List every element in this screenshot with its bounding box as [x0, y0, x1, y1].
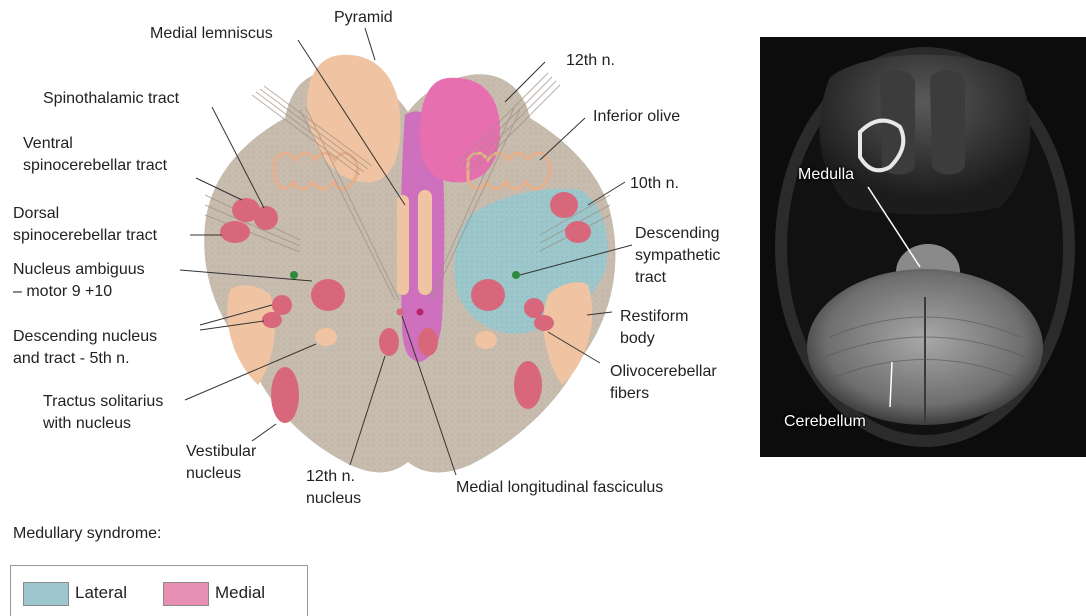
label-tractus-solitarius-1: Tractus solitarius: [43, 392, 163, 411]
dorsal-spinocerebellar-tract-left: [220, 221, 250, 243]
descending-nucleus-5th-right-a: [524, 298, 544, 318]
label-medial-longitudinal-fasciculus: Medial longitudinal fasciculus: [456, 478, 663, 497]
descending-sympathetic-dot-left: [290, 271, 298, 279]
descending-nucleus-5th-left-a: [272, 295, 292, 315]
label-descending-nucleus-2: and tract - 5th n.: [13, 349, 130, 368]
medial-lemniscus-left: [397, 195, 409, 295]
mri-image-panel: Medulla Cerebellum: [760, 37, 1086, 457]
descending-nucleus-5th-right-b: [534, 315, 554, 331]
label-olivocerebellar-1: Olivocerebellar: [610, 362, 717, 381]
spinothalamic-tract-left: [254, 206, 278, 230]
label-nucleus-ambiguus-1: Nucleus ambiguus: [13, 260, 145, 279]
nucleus-ambiguus-region-right: [471, 279, 505, 311]
legend: Lateral Medial: [10, 565, 308, 616]
label-descending-nucleus-1: Descending nucleus: [13, 327, 157, 346]
label-olivocerebellar-2: fibers: [610, 384, 649, 403]
label-pyramid: Pyramid: [334, 8, 393, 27]
label-vestibular-2: nucleus: [186, 464, 241, 483]
spinothalamic-tract-right-b: [565, 221, 591, 243]
label-medial-lemniscus: Medial lemniscus: [150, 24, 273, 43]
vestibular-nucleus-right: [514, 361, 542, 409]
label-12th-n: 12th n.: [566, 51, 615, 70]
label-tractus-solitarius-2: with nucleus: [43, 414, 131, 433]
label-12th-n-nucleus-1: 12th n.: [306, 467, 355, 486]
legend-title: Medullary syndrome:: [13, 524, 162, 543]
n12-nucleus-left: [379, 328, 399, 356]
descending-sympathetic-dot-right: [512, 271, 520, 279]
nucleus-ambiguus-region-left: [311, 279, 345, 311]
mri-axial-image: [760, 37, 1086, 457]
label-vestibular-1: Vestibular: [186, 442, 256, 461]
medial-lemniscus-right: [418, 190, 432, 295]
tractus-solitarius-left: [315, 328, 337, 346]
vestibular-nucleus-left: [271, 367, 299, 423]
label-nucleus-ambiguus-2: – motor 9 +10: [13, 282, 112, 301]
n12-nucleus-right: [418, 328, 438, 356]
tractus-solitarius-right: [475, 331, 497, 349]
spinothalamic-tract-right-a: [550, 192, 578, 218]
label-ventral-spinocerebellar-1: Ventral: [23, 134, 73, 153]
mlf-dot-left: [397, 309, 404, 316]
mri-label-cerebellum: Cerebellum: [784, 412, 866, 431]
descending-nucleus-5th-left-b: [262, 312, 282, 328]
label-10th-n: 10th n.: [630, 174, 679, 193]
label-descending-sympathetic-2: sympathetic: [635, 246, 720, 265]
mri-label-medulla: Medulla: [798, 165, 854, 184]
legend-label-lateral: Lateral: [75, 583, 127, 603]
legend-swatch-medial: [163, 582, 209, 606]
legend-swatch-lateral: [23, 582, 69, 606]
label-ventral-spinocerebellar-2: spinocerebellar tract: [23, 156, 167, 175]
legend-label-medial: Medial: [215, 583, 265, 603]
label-spinothalamic-tract: Spinothalamic tract: [43, 89, 179, 108]
label-restiform-2: body: [620, 329, 655, 348]
label-12th-n-nucleus-2: nucleus: [306, 489, 361, 508]
label-descending-sympathetic-3: tract: [635, 268, 666, 287]
label-inferior-olive: Inferior olive: [593, 107, 680, 126]
label-descending-sympathetic-1: Descending: [635, 224, 720, 243]
mlf-dot-right: [417, 309, 424, 316]
label-dorsal-spinocerebellar-1: Dorsal: [13, 204, 59, 223]
label-dorsal-spinocerebellar-2: spinocerebellar tract: [13, 226, 157, 245]
label-restiform-1: Restiform: [620, 307, 688, 326]
